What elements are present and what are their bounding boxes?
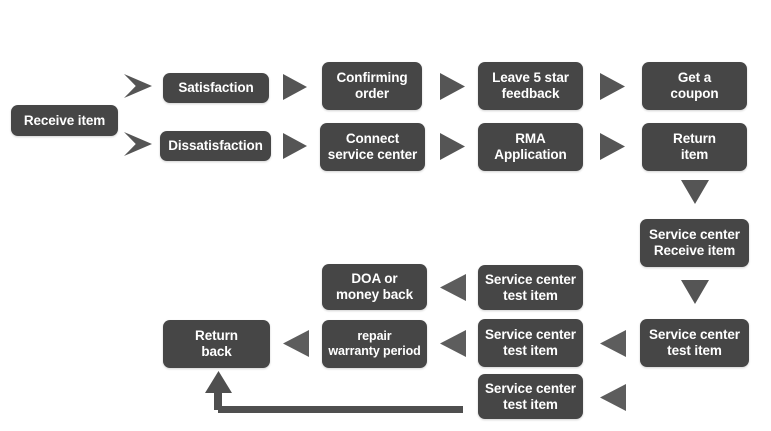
triangle-down-icon [681,180,709,204]
chevron-right-icon [124,74,152,98]
node-confirming-order[interactable]: Confirming order [322,62,422,110]
node-service-center-test-item-bottom[interactable]: Service center test item [478,374,583,419]
node-service-center-test-item-middle[interactable]: Service center test item [478,319,583,367]
node-return-item[interactable]: Return item [642,123,747,171]
triangle-right-icon [440,73,465,100]
triangle-left-icon [440,330,466,357]
chevron-right-icon [124,132,152,156]
triangle-left-icon [600,384,626,411]
node-satisfaction[interactable]: Satisfaction [163,73,269,103]
triangle-right-icon [440,133,465,160]
loopback-vertical-line [214,385,222,410]
node-dissatisfaction[interactable]: Dissatisfaction [160,131,271,161]
triangle-left-icon [600,330,626,357]
triangle-right-icon [600,73,625,100]
node-doa-or-money-back[interactable]: DOA or money back [322,264,427,310]
triangle-down-icon [681,280,709,304]
node-repair-warranty-period[interactable]: repair warranty period [322,320,427,368]
triangle-left-icon [283,330,309,357]
node-leave-5-star-feedback[interactable]: Leave 5 star feedback [478,62,583,110]
arrow-up-icon [205,371,232,393]
triangle-left-icon [440,274,466,301]
node-return-back[interactable]: Return back [163,320,270,368]
triangle-right-icon [600,133,625,160]
node-receive-item[interactable]: Receive item [11,105,118,136]
node-service-center-test-item-top[interactable]: Service center test item [478,265,583,310]
loopback-horizontal-line [218,406,463,413]
node-service-center-test-item-right[interactable]: Service center test item [640,319,749,367]
triangle-right-icon [283,133,307,159]
node-get-a-coupon[interactable]: Get a coupon [642,62,747,110]
node-service-center-receive-item[interactable]: Service center Receive item [640,219,749,267]
node-rma-application[interactable]: RMA Application [478,123,583,171]
node-connect-service-center[interactable]: Connect service center [320,123,425,171]
triangle-right-icon [283,74,307,100]
